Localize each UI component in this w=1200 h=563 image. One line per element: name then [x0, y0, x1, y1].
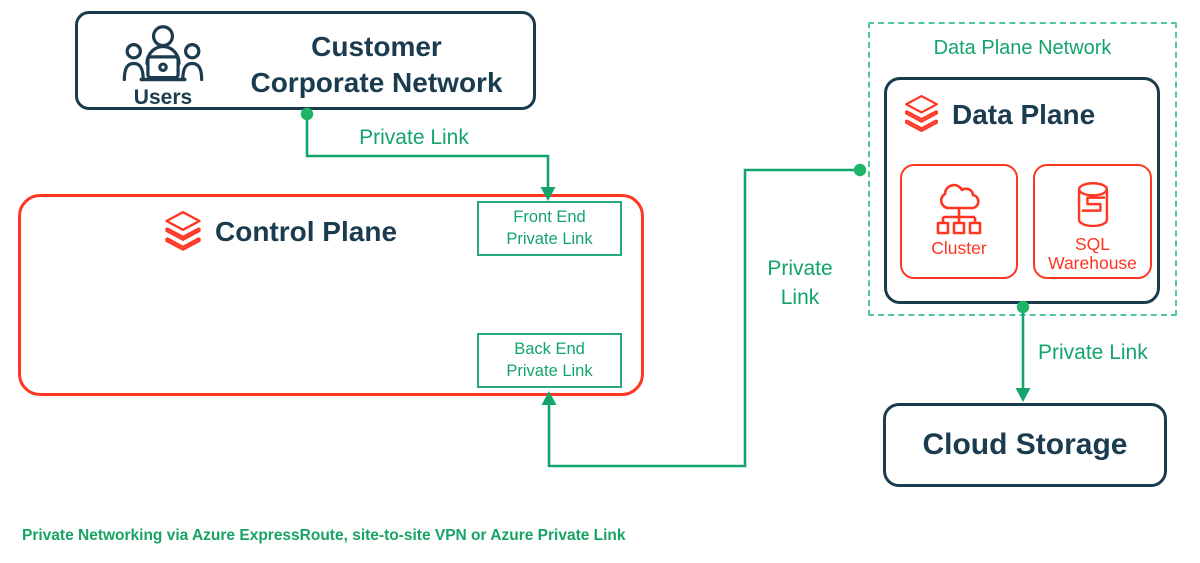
- back-end-private-link-label: Back End Private Link: [506, 339, 592, 383]
- cloud-storage-box: Cloud Storage: [883, 403, 1167, 487]
- back-end-label-line2: Private Link: [506, 361, 593, 380]
- sql-warehouse-label-line1: SQL: [1074, 234, 1111, 254]
- cluster-box: Cluster: [900, 164, 1018, 279]
- users-label: Users: [133, 86, 193, 109]
- front-end-label-line1: Front End: [513, 207, 586, 226]
- diagram-caption: Private Networking via Azure ExpressRout…: [22, 527, 626, 544]
- private-link-backend-line1: Private: [767, 257, 833, 280]
- back-end-private-link-box: Back End Private Link: [477, 333, 622, 388]
- sql-warehouse-label-line2: Warehouse: [1048, 253, 1137, 274]
- customer-network-title-line2: Corporate Network: [250, 67, 503, 99]
- arrowhead-storage: [1015, 388, 1031, 402]
- users-group: Users: [102, 22, 224, 110]
- connector-dot-dataplane-side: [853, 163, 867, 177]
- sql-warehouse-label: SQL Warehouse: [1048, 234, 1137, 274]
- control-plane-header: Control Plane: [163, 210, 397, 254]
- cluster-label: Cluster: [931, 238, 987, 258]
- cluster-icon: [936, 183, 982, 235]
- control-plane-title: Control Plane: [215, 216, 398, 247]
- customer-network-title: Customer Corporate Network: [228, 29, 525, 102]
- sql-warehouse-box: SQL Warehouse: [1033, 164, 1152, 279]
- cloud-storage-title: Cloud Storage: [922, 428, 1128, 461]
- private-link-label-frontend: Private Link: [359, 126, 469, 149]
- sql-warehouse-icon: [1077, 182, 1108, 228]
- customer-network-title-line1: Customer: [311, 31, 442, 62]
- databricks-logo-icon: [165, 211, 201, 251]
- front-end-private-link-box: Front End Private Link: [477, 201, 622, 256]
- data-plane-header: Data Plane: [903, 94, 1095, 135]
- front-end-private-link-label: Front End Private Link: [506, 207, 592, 251]
- users-laptop-icon: [122, 25, 204, 82]
- databricks-logo-icon: [905, 94, 938, 132]
- front-end-label-line2: Private Link: [506, 229, 593, 248]
- data-plane-network-title: Data Plane Network: [933, 37, 1112, 59]
- data-plane-title: Data Plane: [952, 98, 1096, 130]
- private-link-label-backend: Private Link: [745, 255, 855, 313]
- data-plane-box: Data Plane Cluster: [884, 77, 1160, 304]
- private-link-label-storage: Private Link: [1038, 341, 1148, 364]
- back-end-label-line1: Back End: [514, 339, 585, 358]
- private-link-backend-line2: Link: [780, 285, 820, 309]
- customer-corporate-network-box: Users Customer Corporate Network: [75, 11, 536, 110]
